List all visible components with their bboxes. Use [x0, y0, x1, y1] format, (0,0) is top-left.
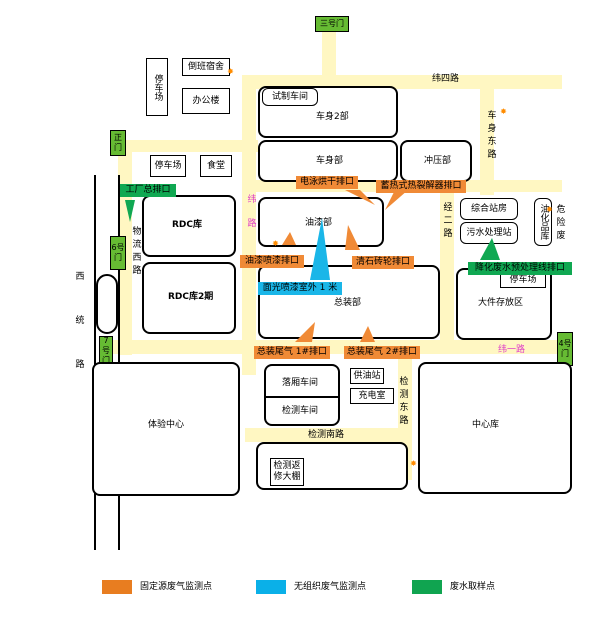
repair: 检测返修大棚	[270, 458, 304, 486]
oil-store: 油化品库	[534, 198, 552, 246]
oil-station: 供油站	[350, 368, 384, 384]
sewage: 污水处理站	[460, 222, 518, 244]
road-jinger-label: 经二路	[443, 203, 453, 239]
marker-star: ✸	[546, 205, 553, 214]
gate-north: 三号门	[315, 16, 349, 32]
rdc	[142, 195, 236, 257]
road-weiyi-label: 纬一路	[498, 345, 526, 355]
marker-star: ✸	[272, 239, 279, 248]
center-lib-label: 中心库	[472, 420, 500, 430]
callout-fugitive: 面光喷漆室外 1 米	[258, 282, 342, 295]
legend-swatch-water	[412, 580, 442, 594]
legend-label-fixed: 固定源废气监测点	[140, 582, 213, 592]
body2-label: 车身2部	[316, 112, 349, 122]
road-jinger	[440, 150, 454, 350]
road-wuliu-label: 物流西路	[132, 227, 142, 276]
station: 综合站房	[460, 198, 518, 220]
marker-star: ✸	[500, 107, 507, 116]
storage-label: 大件存放区	[478, 298, 524, 308]
gate-main: 正门	[110, 130, 126, 156]
inspect-divider	[264, 396, 340, 398]
callout-polish: 清石砖轮排口	[352, 256, 414, 269]
assembly	[258, 265, 440, 339]
callout-ep-drying: 电泳烘干排口	[296, 176, 358, 189]
road-weiyi	[100, 340, 565, 354]
road-xitong-label: 西统路	[75, 272, 85, 370]
body-label: 车身部	[316, 156, 344, 166]
legend-label-water: 废水取样点	[450, 582, 496, 592]
charge-room: 充电室	[350, 388, 394, 404]
road-chesheng-label: 车身东路	[487, 111, 497, 160]
trial: 试制车间	[262, 88, 318, 106]
road-diyi-left: 纬	[247, 195, 257, 205]
body2	[258, 86, 398, 138]
center-lib	[418, 362, 572, 494]
assembly-label: 总装部	[334, 298, 362, 308]
legend-label-fugitive: 无组织废气监测点	[294, 582, 367, 592]
marker-star: ✸	[227, 67, 234, 76]
legend-swatch-fugitive	[256, 580, 286, 594]
exp-center-label: 体验中心	[148, 420, 185, 430]
parking-main: 停车场	[150, 155, 186, 177]
rdc2	[142, 262, 236, 334]
inspect-ws-label: 检测车间	[282, 406, 319, 416]
gate-6: 6号门	[110, 236, 126, 270]
welding-label: 落厢车间	[282, 378, 319, 388]
callout-factory-outlet: 工厂总排口	[120, 184, 176, 197]
office: 办公楼	[182, 88, 230, 114]
stamping-label: 冲压部	[424, 156, 452, 166]
road-diyi-right: 路	[247, 219, 257, 229]
callout-paint-spray: 油漆喷漆排口	[240, 255, 304, 268]
marker-star: ✸	[410, 459, 417, 468]
gate-4: 4号门	[557, 332, 573, 366]
parking-nw: 停车场	[146, 58, 168, 116]
callout-assembly-2: 总装尾气 2#排口	[344, 346, 420, 359]
stamping	[400, 140, 472, 182]
callout-assembly-1: 总装尾气 1#排口	[254, 346, 330, 359]
paint-label: 油漆部	[305, 218, 333, 228]
rdc2-label: RDC库2期	[168, 292, 214, 302]
road-jingsan	[480, 75, 494, 195]
road-gate-main	[118, 140, 258, 152]
road-jiance-south	[245, 428, 410, 442]
canteen: 食堂	[200, 155, 232, 177]
legend-swatch-fixed	[102, 580, 132, 594]
callout-ep-incinerate: 蓄热式热裂解器排口	[376, 180, 466, 193]
road-jiance-east-label: 检测东路	[399, 377, 409, 426]
exp-center	[92, 362, 240, 496]
road-jiance-south-label: 检测南路	[308, 430, 345, 440]
hazard-label: 危险废	[556, 205, 566, 241]
inspect-block	[264, 364, 340, 426]
callout-sewage-outlet: 降化废水预处理线排口	[468, 262, 572, 275]
west-oval	[96, 274, 118, 334]
rdc-label: RDC库	[172, 220, 203, 230]
dorm: 倒班宿舍	[182, 58, 230, 76]
road-north-gate	[322, 30, 336, 80]
gate-7: 7号门	[99, 336, 113, 366]
road-weisi-label: 纬四路	[432, 74, 460, 84]
